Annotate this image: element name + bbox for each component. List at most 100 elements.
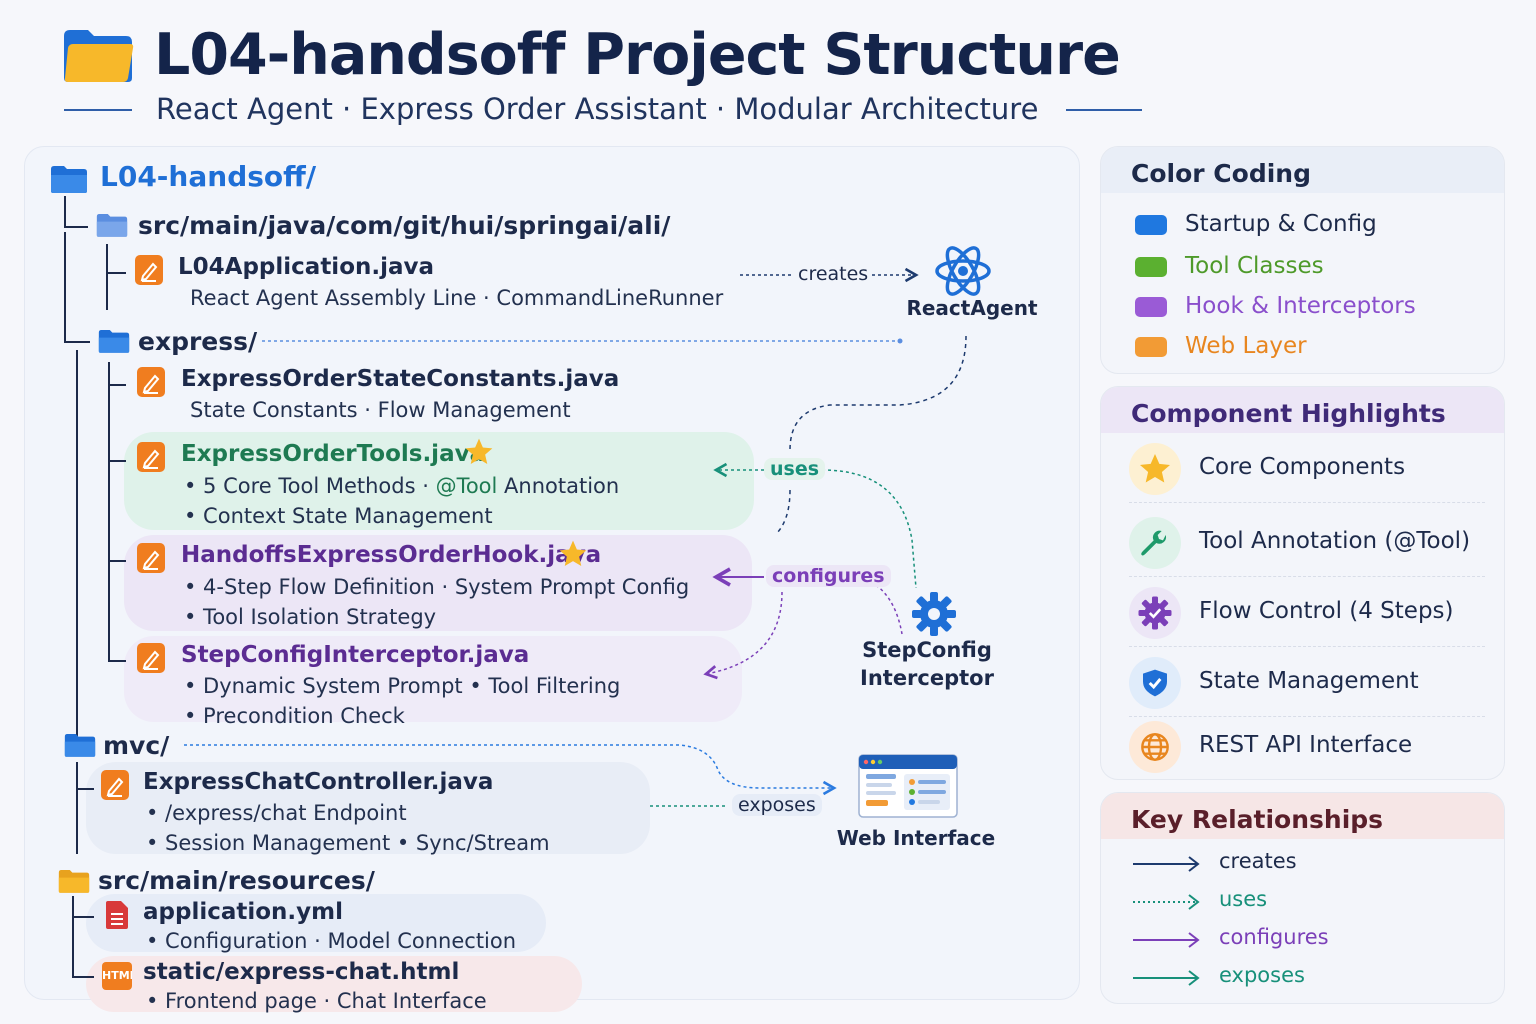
file-name-tools: ExpressOrderTools.java [181, 441, 486, 467]
html-file-icon: HTML [102, 962, 132, 990]
mvc-folder-label: mvc/ [103, 731, 170, 760]
tree-line [64, 341, 90, 343]
divider [1129, 576, 1485, 577]
highlight-label: REST API Interface [1199, 732, 1413, 758]
yml-card [86, 894, 546, 952]
relationship-creates: creates [1131, 849, 1491, 879]
tree-line [64, 226, 88, 228]
gear-icon [912, 592, 956, 636]
file-desc-hook-line1: • 4-Step Flow Definition · System Prompt… [184, 575, 690, 599]
highlight-label: Core Components [1199, 454, 1406, 480]
tree-line [108, 460, 126, 462]
legend-label: Startup & Config [1185, 211, 1377, 237]
page-subtitle: React Agent · Express Order Assistant · … [156, 92, 1039, 126]
tree-line [76, 762, 78, 854]
html-card [86, 956, 582, 1012]
legend-swatch [1135, 297, 1167, 317]
file-desc-yml: • Configuration · Model Connection [146, 929, 517, 953]
highlight-flow-control: Flow Control (4 Steps) [1129, 581, 1485, 647]
highlight-rest-api: REST API Interface [1129, 715, 1485, 779]
react-agent-label: ReactAgent [906, 296, 1038, 320]
tree-line [106, 244, 108, 310]
relationship-label: configures [1219, 925, 1329, 949]
tree-line [76, 350, 78, 746]
step-config-label-2: Interceptor [860, 666, 994, 690]
configures-label: configures [766, 565, 891, 587]
legend-swatch [1135, 215, 1167, 235]
solid-arrow-icon [1133, 932, 1200, 948]
hook-card [124, 535, 752, 631]
tree-line [106, 272, 126, 274]
react-atom-icon [935, 246, 991, 296]
file-desc-hook-line2: • Tool Isolation Strategy [184, 605, 437, 629]
tree-line [76, 788, 94, 790]
highlight-state-management: State Management [1129, 651, 1485, 717]
legend-swatch [1135, 257, 1167, 277]
file-name-interceptor: StepConfigInterceptor.java [181, 642, 530, 668]
file-desc-controller-line2: • Session Management • Sync/Stream [146, 831, 550, 855]
key-relationships-panel: Key Relationships creates uses configure… [1100, 792, 1505, 1004]
shield-check-icon [1129, 657, 1181, 709]
browser-window-icon [858, 754, 958, 818]
key-relationships-title: Key Relationships [1101, 793, 1504, 839]
uses-label: uses [764, 458, 826, 480]
file-desc-html: • Frontend page · Chat Interface [146, 989, 487, 1013]
color-coding-title: Color Coding [1101, 147, 1504, 193]
tree-line [108, 660, 126, 662]
web-interface-label: Web Interface [836, 826, 996, 850]
java-file-icon [137, 442, 165, 472]
tree-line [64, 232, 66, 342]
file-desc-l04application: React Agent Assembly Line · CommandLineR… [190, 286, 724, 310]
file-desc-tools-line1: • 5 Core Tool Methods · @Tool Annotation [184, 474, 620, 498]
file-desc-tools-line2: • Context State Management [184, 504, 493, 528]
tree-line [72, 896, 74, 978]
file-desc-interceptor-line1: • Dynamic System Prompt • Tool Filtering [184, 674, 621, 698]
divider [1129, 646, 1485, 647]
src-java-folder-label: src/main/java/com/git/hui/springai/ali/ [138, 211, 671, 240]
legend-label: Tool Classes [1185, 253, 1324, 279]
highlights-panel: Component Highlights Core Components Too… [1100, 386, 1505, 780]
resources-folder-label: src/main/resources/ [98, 866, 375, 895]
highlight-core-components: Core Components [1129, 437, 1485, 503]
folder-icon [96, 214, 128, 237]
globe-icon [1129, 721, 1181, 773]
creates-label: creates [794, 263, 873, 285]
legend-label: Web Layer [1185, 333, 1307, 359]
folder-icon [51, 166, 87, 193]
interceptor-card [124, 636, 742, 722]
dotted-arrow-icon [1133, 894, 1200, 910]
tree-line [108, 560, 126, 562]
relationship-configures: configures [1131, 925, 1491, 955]
highlights-title: Component Highlights [1101, 387, 1504, 433]
tree-line [64, 196, 66, 228]
subtitle-divider-left [64, 109, 132, 111]
highlight-label: Flow Control (4 Steps) [1199, 598, 1454, 624]
divider [1129, 502, 1485, 503]
file-name-l04application: L04Application.java [178, 254, 435, 280]
step-config-label-1: StepConfig [862, 638, 992, 662]
page-title: L04-handsoff Project Structure [154, 22, 1121, 88]
file-desc-controller-line1: • /express/chat Endpoint [146, 801, 407, 825]
file-name-html: static/express-chat.html [143, 959, 460, 985]
tree-line [108, 384, 126, 386]
folder-icon [98, 330, 130, 353]
gear-icon [1129, 587, 1181, 639]
folder-icon [58, 870, 90, 893]
subtitle-divider-right [1066, 109, 1142, 111]
relationship-label: exposes [1219, 963, 1305, 987]
java-file-icon [137, 367, 165, 397]
file-name-yml: application.yml [143, 899, 344, 925]
legend-swatch [1135, 337, 1167, 357]
highlight-label: Tool Annotation (@Tool) [1199, 528, 1471, 554]
file-name-controller: ExpressChatController.java [143, 769, 494, 795]
folder-icon [64, 734, 96, 757]
folder-icon [64, 30, 134, 82]
exposes-label: exposes [732, 794, 822, 816]
tools-card [124, 432, 754, 530]
root-folder-label: L04-handsoff/ [100, 160, 317, 193]
file-name-constants: ExpressOrderStateConstants.java [181, 366, 620, 392]
file-name-hook: HandoffsExpressOrderHook.java [181, 542, 602, 568]
file-desc-constants: State Constants · Flow Management [190, 398, 571, 422]
star-icon [1129, 443, 1181, 495]
solid-arrow-icon [1133, 970, 1200, 986]
